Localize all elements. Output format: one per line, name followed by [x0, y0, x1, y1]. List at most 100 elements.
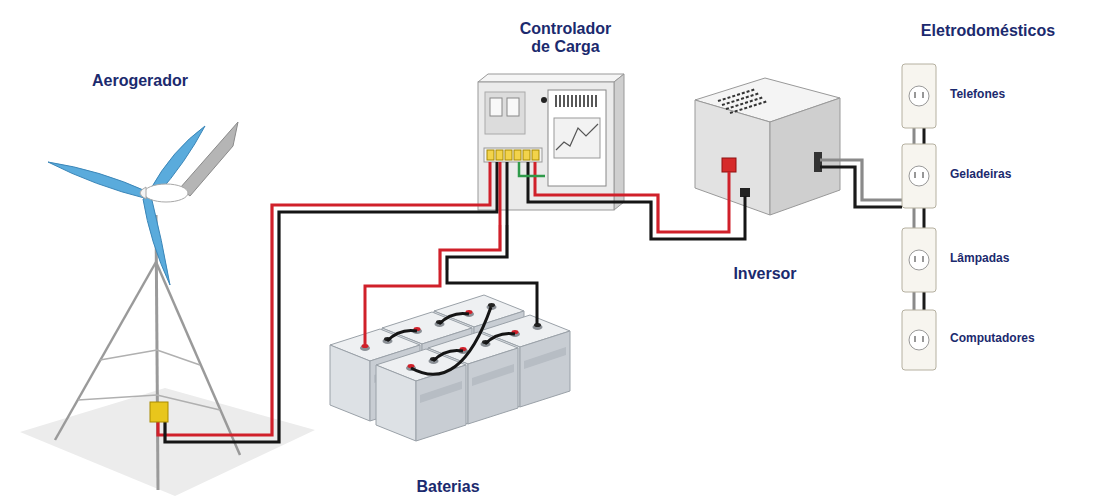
wind-turbine-drawing-part [55, 262, 156, 440]
outlet-item: Lâmpadas [898, 224, 1094, 296]
inverter-drawing-part [820, 159, 845, 162]
charge-controller-drawing-part [548, 90, 606, 186]
label-text: Computadores [950, 332, 1090, 346]
label-text: Aerogerador [75, 72, 205, 90]
charge-controller-drawing-part [541, 97, 547, 103]
wire [440, 225, 500, 270]
charge-controller-drawing-part [485, 92, 525, 134]
inverter-drawing-part [820, 166, 845, 169]
charge-controller-drawing-part [470, 162, 497, 212]
charge-controller: Controlador de Carga [470, 18, 635, 225]
wire-pair [440, 225, 507, 270]
charge-controller-drawing-part [487, 150, 494, 160]
outlet-panel-drawing-part [915, 92, 923, 98]
outlet-panel-drawing-part [909, 166, 929, 186]
wire-pair [845, 160, 878, 207]
outlet-panel-drawing-part [915, 256, 923, 262]
inverter-drawing-part [695, 100, 770, 215]
charge-controller-drawing-part [484, 148, 542, 162]
wire [260, 205, 470, 435]
wire [447, 225, 507, 270]
battery-bank-drawing-part [439, 313, 469, 324]
outlet-panel-drawing-part [902, 144, 936, 208]
battery-bank-drawing-part [387, 330, 417, 341]
charge-controller-drawing-part [554, 118, 600, 158]
outlet-panel-drawing-part [902, 64, 936, 128]
battery-bank-drawing-part [433, 350, 463, 361]
inverter-drawing-part [770, 98, 840, 215]
charge-controller-drawing-part [505, 150, 512, 160]
charge-controller-drawing-part [470, 162, 490, 205]
label-text: Baterias [398, 478, 498, 496]
inverter-drawing [685, 78, 845, 239]
charge-controller-drawing-part [556, 95, 596, 107]
charge-controller-drawing-part [506, 162, 509, 225]
charge-controller-drawing-part [528, 162, 635, 202]
charge-controller-drawing-part [507, 98, 519, 116]
outlet-panel-drawing-part [915, 336, 923, 342]
outlet-panel-drawing-part [878, 206, 902, 209]
label-text: Lâmpadas [950, 252, 1090, 266]
outlet-panel-drawing-part [915, 172, 923, 178]
charge-controller-drawing-part [614, 74, 624, 210]
charge-controller-drawing-part [532, 150, 539, 160]
wind-turbine-drawing-part [48, 162, 148, 199]
inverter: Inversor [685, 72, 845, 292]
wind-turbine-drawing-part [143, 196, 170, 285]
battery-bank-drawing-part [411, 307, 491, 374]
outlet-item: Geladeiras [898, 140, 1094, 212]
battery-bank-drawing-part [485, 333, 515, 344]
wind-turbine-drawing-part [78, 395, 157, 400]
label-text: Controlador de Carga [513, 20, 618, 57]
label-text: Inversor [705, 265, 825, 283]
charge-controller-drawing [470, 74, 635, 225]
outlet-item: Telefones [898, 60, 1094, 132]
charge-controller-drawing-part [519, 162, 545, 176]
charge-controller-drawing-part [478, 74, 624, 82]
wire-pair [260, 205, 470, 442]
outlet-panel-drawing-part [878, 199, 902, 202]
inverter-drawing-part [814, 152, 822, 172]
outlet-panel-drawing-part [909, 330, 929, 350]
outlet-panel-drawing-part [902, 310, 936, 370]
wind-turbine-drawing-part [180, 122, 238, 196]
charge-controller-drawing-part [499, 162, 502, 225]
wind-turbine-drawing-part [144, 184, 188, 202]
inverter-drawing-part [722, 158, 736, 172]
label-text: Telefones [950, 88, 1090, 102]
battery-bank: Baterias [322, 270, 574, 500]
wind-turbine-drawing-part [156, 262, 240, 455]
inverter-drawing-part [718, 89, 768, 113]
wire [635, 202, 685, 239]
charge-controller-drawing-part [535, 162, 635, 195]
battery-symbol [376, 349, 466, 441]
battery-bank-drawing-part [447, 270, 537, 324]
wind-turbine-drawing-part [100, 350, 157, 360]
inverter-drawing-part [740, 188, 750, 197]
battery-bank-drawing-part [365, 270, 440, 345]
wind-turbine-drawing-part [150, 402, 168, 422]
outlet-panel-drawing-part [902, 228, 936, 292]
wire-pair [635, 195, 685, 239]
outlet-item: Computadores [898, 306, 1094, 374]
label-text: Geladeiras [950, 168, 1090, 182]
inverter-drawing-part [685, 172, 729, 232]
charge-controller-drawing-part [556, 124, 598, 150]
wind-turbine-drawing-part [140, 187, 146, 199]
wind-turbine: Aerogerador [45, 62, 260, 492]
battery-bank-drawing [330, 270, 570, 441]
outlet-panel-drawing-part [909, 86, 929, 106]
charge-controller-drawing-part [514, 150, 521, 160]
wind-turbine-drawing-part [158, 420, 260, 435]
charge-controller-drawing-part [523, 150, 530, 160]
wire [845, 167, 878, 207]
charge-controller-drawing-part [496, 150, 503, 160]
charge-controller-drawing-part [490, 98, 502, 116]
wind-turbine-drawing-part [157, 350, 200, 365]
outlet-panel-drawing-part [909, 250, 929, 270]
wire [260, 212, 470, 442]
wire-group [260, 160, 878, 442]
outlet-panel-drawing [878, 64, 936, 370]
appliance-panel: EletrodomésticosTelefonesGeladeirasLâmpa… [878, 18, 1102, 380]
